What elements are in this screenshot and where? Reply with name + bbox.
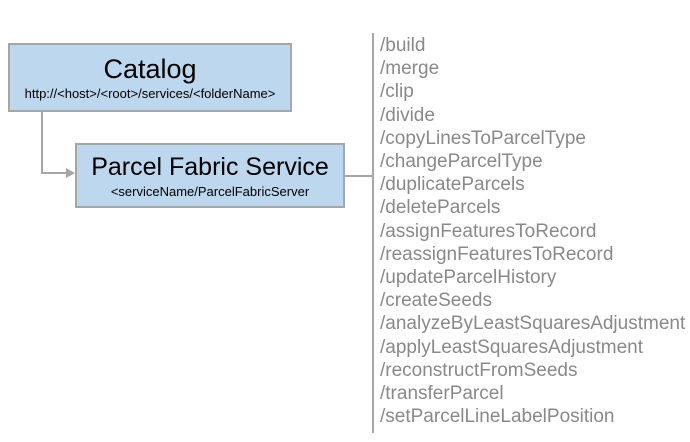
catalog-to-service-horizontal-connector [41,172,67,174]
endpoint-item: /assignFeaturesToRecord [380,220,597,242]
catalog-url: http://<host>/<root>/services/<folderNam… [24,85,276,101]
service-to-endpoints-connector [345,175,372,177]
endpoint-item: /updateParcelHistory [380,267,557,289]
endpoint-list: /build/merge/clip/divide/copyLinesToParc… [380,34,690,428]
catalog-to-service-vertical-connector [41,112,43,174]
endpoint-item: /copyLinesToParcelType [380,127,586,149]
endpoint-item: /build [380,35,426,56]
endpoint-item: /changeParcelType [380,151,543,173]
endpoint-item: /divide [380,104,435,126]
endpoints-divider-line [372,33,374,433]
endpoint-item: /applyLeastSquaresAdjustment [380,336,643,358]
endpoint-item: /clip [380,81,414,103]
endpoint-item: /reassignFeaturesToRecord [380,243,614,265]
service-title: Parcel Fabric Service [91,152,329,181]
endpoint-item: /setParcelLineLabelPosition [380,406,615,428]
endpoint-item: /deleteParcels [380,197,501,219]
service-name-path: <serviceName/ParcelFabricServer [110,183,310,199]
endpoint-item: /duplicateParcels [380,174,525,196]
catalog-title: Catalog [103,53,197,84]
endpoint-item: /createSeeds [380,290,492,312]
parcel-fabric-service-box: Parcel Fabric Service <serviceName/Parce… [75,143,345,208]
arrowhead-right-icon [66,168,75,178]
endpoint-item: /merge [380,58,440,80]
endpoint-item: /analyzeByLeastSquaresAdjustment [380,313,686,335]
catalog-box: Catalog http://<host>/<root>/services/<f… [8,43,292,112]
endpoint-item: /reconstructFromSeeds [380,359,578,381]
endpoint-item: /transferParcel [380,383,504,405]
